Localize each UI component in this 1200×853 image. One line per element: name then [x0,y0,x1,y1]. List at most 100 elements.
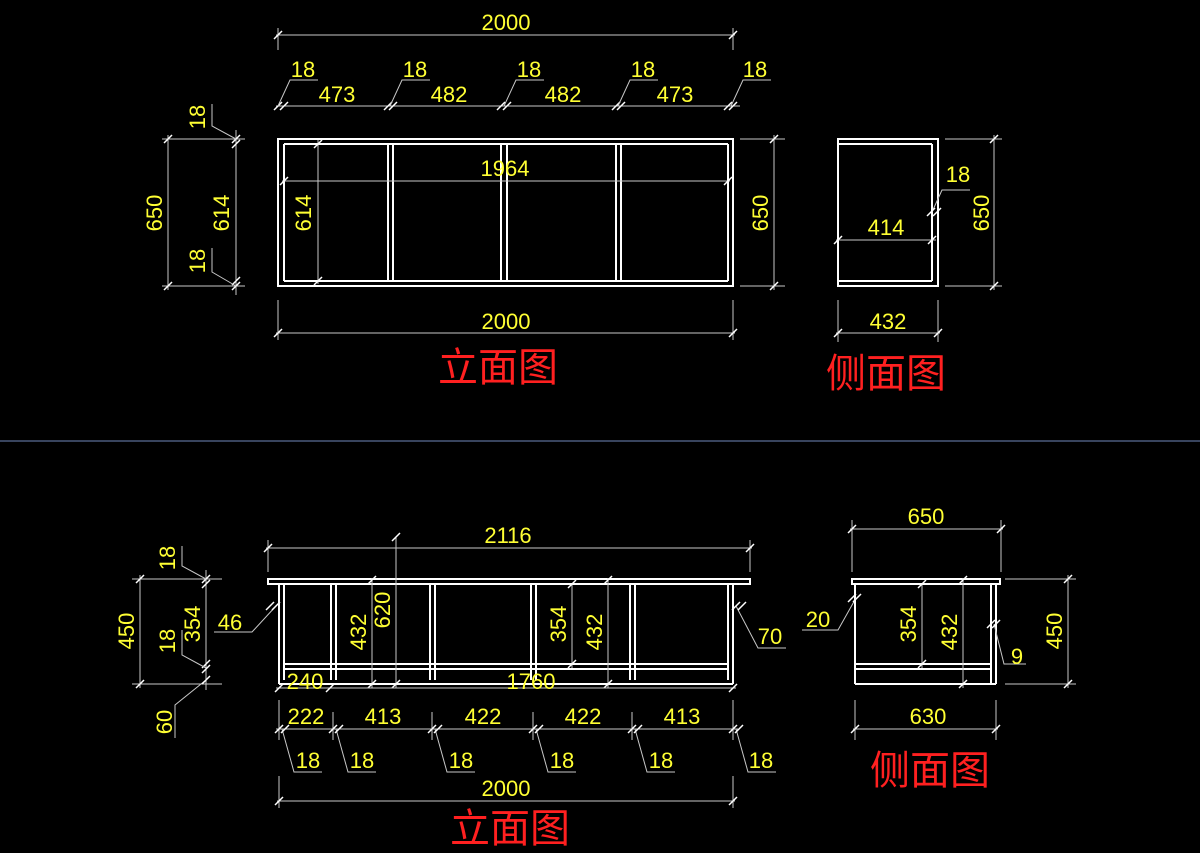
dim-tick [274,683,284,693]
bottom-thickness-label: 18 [449,748,473,773]
dim-tick [850,724,860,734]
bottom-front-top-board [267,578,751,585]
leader-line [802,597,857,631]
dim-tick [367,575,377,585]
thickness-label: 18 [517,57,541,82]
dim-tick [313,276,323,286]
dim-tick [737,601,747,611]
top-front-view: 2000 18 18 18 18 18 473 482 482 473 [142,10,785,391]
dim-tick [567,659,577,669]
bottom-bay-ext-lines [278,700,734,740]
dim-tick [325,683,335,693]
bottom-thickness-label: 18 [350,748,374,773]
height-left: 650 [142,195,167,232]
dim-tick [603,679,613,689]
dim-tick [627,724,637,734]
dim-tick [502,101,512,111]
base-240: 240 [287,669,324,694]
top-front-outer-frame [277,138,734,287]
dim-tick [728,101,738,111]
dim-tick [996,524,1006,534]
dim-tick [833,328,843,338]
leader-line [181,546,207,580]
dim-tick [1063,574,1073,584]
bay-width: 482 [545,82,582,107]
dim-tick [833,235,843,245]
inner-354-b: 354 [546,606,571,643]
bottom-overall-width: 2000 [482,776,531,801]
bottom-bay-width: 222 [288,704,325,729]
dim-tick [917,659,927,669]
bottom-height: 450 [114,613,139,650]
dim-tick [433,724,443,734]
dim-tick [279,176,289,186]
plinth-height: 60 [152,710,177,734]
dim-tick [852,593,862,603]
dim-tick [847,593,857,603]
top-front-bay-ticks [273,101,738,111]
bottom-side-view: 650 20 354 432 9 450 630 [802,504,1076,794]
inner-width: 1964 [481,156,530,181]
top-front-overall-width-top: 2000 [482,10,531,35]
dim-tick [991,619,1001,629]
bottom-thickness-label: 18 [649,748,673,773]
bottom-front-view: 2116 620 432 354 432 450 354 [114,523,786,852]
thickness-label: 18 [403,57,427,82]
dim-tick [313,139,323,149]
leader-line [335,728,376,773]
bottom-thickness-label: 18 [296,748,320,773]
bottom-side-top-board [851,578,1001,585]
side-height: 650 [969,195,994,232]
dim-tick [201,664,211,674]
leader-line [931,189,970,213]
bottom-mid-thickness: 18 [155,629,180,653]
inner-height-mid: 614 [291,195,316,232]
dim-tick [534,724,544,734]
leader-line [993,623,1026,665]
bottom-bay-width: 413 [664,704,701,729]
dim-tick [723,176,733,186]
bottom-thickness: 18 [185,249,210,273]
dim-tick [231,139,241,149]
thickness-label: 18 [291,57,315,82]
base-1760: 1760 [507,669,556,694]
dim-tick [769,281,779,291]
leader-line [277,79,318,107]
dim-tick [769,134,779,144]
top-side-view: 414 18 650 432 侧面图 [826,134,1002,397]
top-side-view-title: 侧面图 [826,351,946,397]
bottom-bay-width: 422 [565,704,602,729]
dim-tick [328,724,338,734]
dim-tick [989,281,999,291]
bottom-thickness-label: 18 [550,748,574,773]
dim-tick [728,30,738,40]
thickness-label: 18 [743,57,767,82]
bottom-thickness-leaders [274,724,776,773]
side-thickness: 18 [946,162,970,187]
side-back-gap: 9 [1011,644,1023,669]
side-bottom-depth: 630 [910,704,947,729]
dim-tick [731,601,741,611]
dim-tick [528,724,538,734]
dim-tick [603,575,613,585]
top-thickness: 18 [185,105,210,129]
dim-tick [391,679,401,689]
dim-tick [367,679,377,689]
leader-line [211,104,237,140]
inner-432-a: 432 [346,614,371,651]
dim-tick [274,724,284,734]
bottom-front-view-title: 立面图 [450,806,570,852]
dim-tick [745,543,755,553]
dim-tick [728,796,738,806]
dim-tick [986,619,996,629]
dim-tick [933,328,943,338]
bay-width: 473 [657,82,694,107]
dim-tick [611,101,621,111]
dim-tick [958,679,968,689]
dim-tick [265,601,275,611]
bottom-thickness-label: 18 [749,748,773,773]
inner-620: 620 [370,592,395,629]
bay-width: 482 [431,82,468,107]
dim-tick [723,101,733,111]
leader-line [389,79,430,107]
